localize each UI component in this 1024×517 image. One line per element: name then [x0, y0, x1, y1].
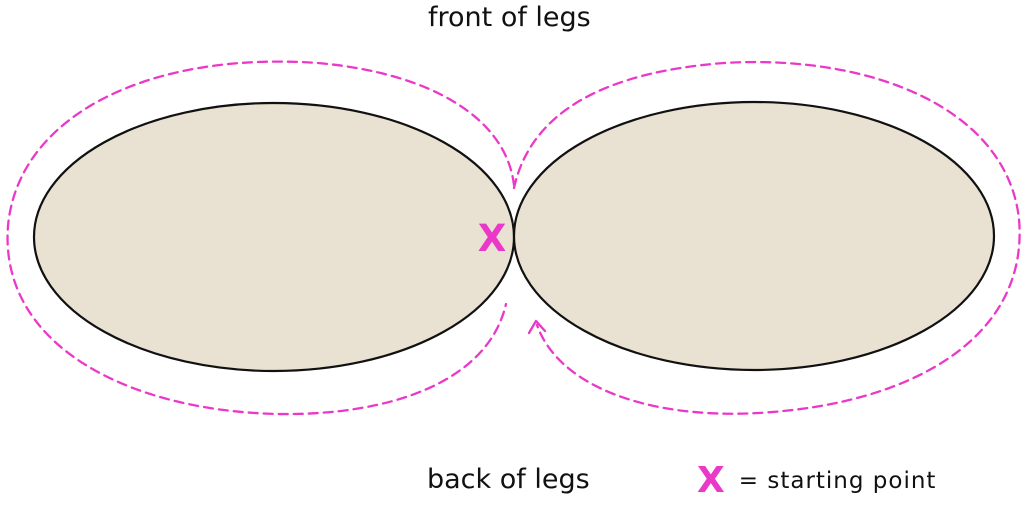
right-wrap-path	[512, 61, 1021, 415]
left-wrap-path	[6, 60, 516, 416]
back-of-legs-label: back of legs	[427, 464, 590, 495]
legend-text: = starting point	[738, 468, 937, 494]
legs	[32, 100, 996, 373]
x-marker-icon: X	[697, 460, 725, 501]
starting-point-legend: X = starting point	[697, 463, 936, 499]
front-of-legs-label: front of legs	[428, 2, 591, 33]
arrow-up-icon	[527, 319, 547, 335]
start-x-marker: X	[478, 217, 507, 260]
wrap-path	[6, 60, 1021, 416]
right-leg	[512, 100, 996, 372]
left-leg	[32, 101, 516, 373]
